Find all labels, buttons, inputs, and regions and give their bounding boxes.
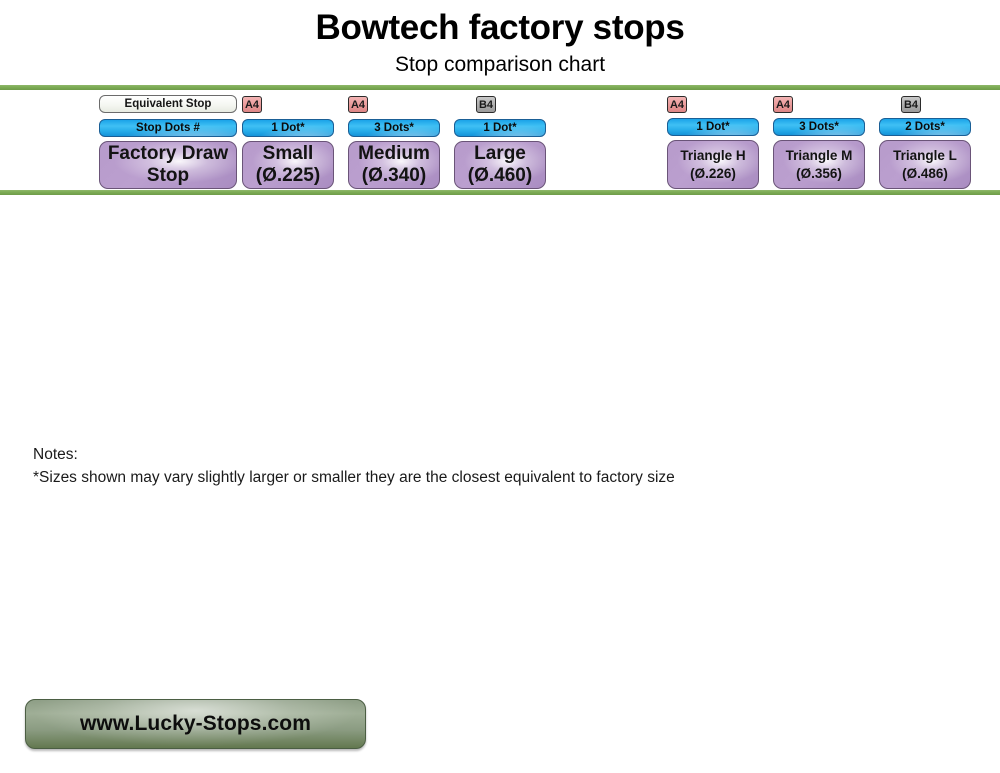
stop-name-large: Large <box>474 143 526 164</box>
stop-diameter-medium: (Ø.340) <box>361 165 427 186</box>
factory-draw-stop-line-1: Factory Draw <box>107 143 229 164</box>
size-badge-a4: A4 <box>242 96 262 113</box>
stop-box-small: Small (Ø.225) <box>242 141 334 189</box>
stop-dots-large: 1 Dot* <box>454 119 546 137</box>
stop-name-small: Small <box>262 143 314 164</box>
stop-dots-triangle-m: 3 Dots* <box>773 118 865 136</box>
stop-box-triangle-l: Triangle L (Ø.486) <box>879 140 971 189</box>
stop-dots-triangle-l: 2 Dots* <box>879 118 971 136</box>
stop-box-medium: Medium (Ø.340) <box>348 141 440 189</box>
stop-diameter-triangle-h: (Ø.226) <box>690 165 736 181</box>
website-link-button[interactable]: www.Lucky-Stops.com <box>25 699 366 749</box>
size-badge-a4: A4 <box>348 96 368 113</box>
row-header-stop-dots: Stop Dots # <box>99 119 237 137</box>
stop-name-medium: Medium <box>358 143 430 164</box>
stop-diameter-large: (Ø.460) <box>467 165 533 186</box>
website-link-label: www.Lucky-Stops.com <box>80 712 311 735</box>
size-badge-b4: B4 <box>476 96 496 113</box>
factory-draw-stop-line-2: Stop <box>146 165 190 186</box>
stop-box-triangle-h: Triangle H (Ø.226) <box>667 140 759 189</box>
page-subtitle: Stop comparison chart <box>394 53 606 76</box>
stop-dots-medium: 3 Dots* <box>348 119 440 137</box>
divider-bottom <box>0 190 1000 195</box>
stop-diameter-small: (Ø.225) <box>255 165 321 186</box>
stop-name-triangle-l: Triangle L <box>893 147 957 163</box>
notes-line-1: *Sizes shown may vary slightly larger or… <box>33 469 675 486</box>
row-header-equivalent-stop: Equivalent Stop <box>99 95 237 113</box>
size-badge-a4: A4 <box>667 96 687 113</box>
stop-dots-triangle-h: 1 Dot* <box>667 118 759 136</box>
stop-box-large: Large (Ø.460) <box>454 141 546 189</box>
stop-diameter-triangle-m: (Ø.356) <box>796 165 842 181</box>
page-title: Bowtech factory stops <box>315 8 685 47</box>
page-header: Bowtech factory stops Stop comparison ch… <box>0 0 1000 78</box>
stop-box-triangle-m: Triangle M (Ø.356) <box>773 140 865 189</box>
stop-name-triangle-h: Triangle H <box>680 147 746 163</box>
row-header-factory-draw-stop: Factory Draw Stop <box>99 141 237 189</box>
notes-section: Notes: *Sizes shown may vary slightly la… <box>33 443 675 489</box>
stop-name-triangle-m: Triangle M <box>785 147 853 163</box>
stop-comparison-chart: Equivalent Stop Stop Dots # Factory Draw… <box>0 90 1000 190</box>
notes-heading: Notes: <box>33 446 78 463</box>
size-badge-a4: A4 <box>773 96 793 113</box>
stop-diameter-triangle-l: (Ø.486) <box>902 165 948 181</box>
divider-top <box>0 85 1000 90</box>
size-badge-b4: B4 <box>901 96 921 113</box>
stop-dots-small: 1 Dot* <box>242 119 334 137</box>
